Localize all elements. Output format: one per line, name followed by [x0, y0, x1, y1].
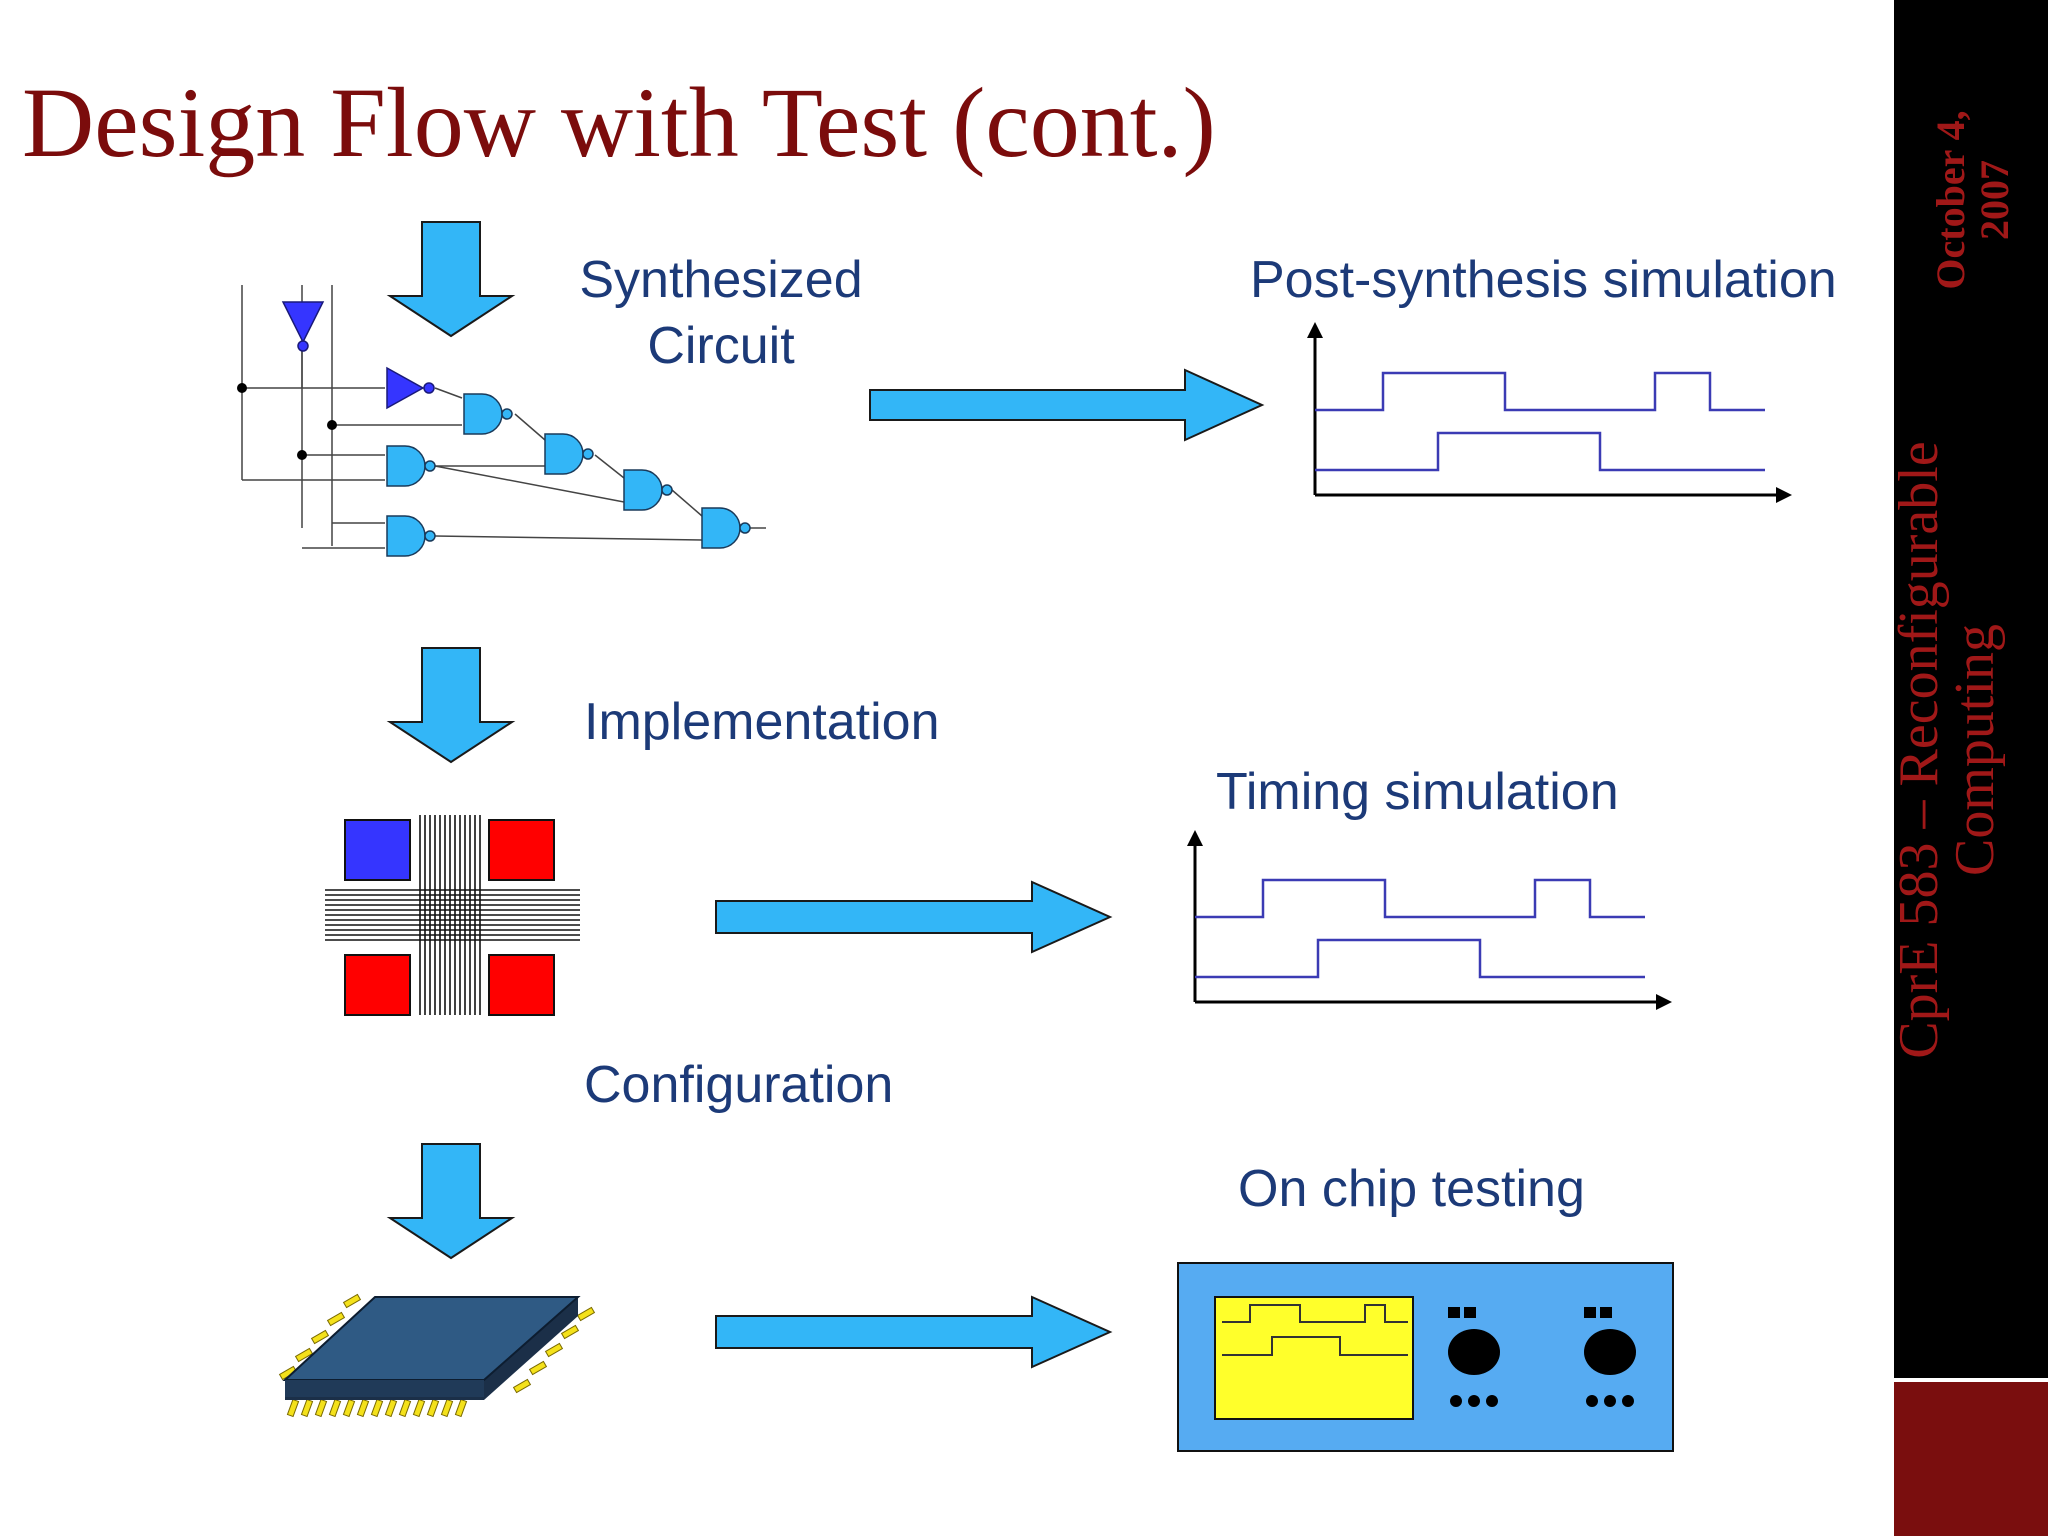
- logic-gate-icon: [463, 393, 513, 435]
- inverter-icon: [386, 366, 435, 410]
- flow-arrow-icon: [715, 880, 1113, 954]
- flow-arrow-icon: [869, 368, 1265, 442]
- date-text: October 4, 2007: [1928, 80, 2017, 320]
- flow-arrow-icon: [386, 221, 516, 338]
- logic-gate-icon: [544, 433, 594, 475]
- sidebar-red-band: [1894, 1382, 2048, 1536]
- synthesized-label-line1: Synthesized: [579, 251, 863, 309]
- implementation-label: Implementation: [584, 693, 940, 751]
- on-chip-testing-label: On chip testing: [1238, 1160, 1585, 1218]
- post-synthesis-simulation-label: Post-synthesis simulation: [1250, 251, 1837, 309]
- synthesized-label-line2: Circuit: [647, 316, 795, 375]
- date-line2: 2007: [1972, 160, 2017, 240]
- scope-knob-left: [1448, 1307, 1500, 1407]
- course-name-line1: CprE 583 – Reconfigurable: [1888, 441, 1950, 1059]
- logic-gate-icon: [386, 515, 436, 557]
- circuit-wires: [241, 285, 766, 549]
- configuration-label: Configuration: [584, 1056, 894, 1114]
- course-sidebar: CprE 583 – Reconfigurable Computing Octo…: [1888, 0, 2048, 1536]
- fpga-fabric-icon: [325, 815, 580, 1016]
- flow-arrow-icon: [386, 1143, 516, 1260]
- oscilloscope-icon: [1177, 1262, 1674, 1452]
- slide-title: Design Flow with Test (cont.): [22, 67, 1216, 178]
- synthesized-circuit-label: Synthesized Circuit: [566, 248, 876, 379]
- inverter-icon: [281, 301, 325, 352]
- course-name-line2: Computing: [1944, 623, 2006, 877]
- logic-gate-icon: [701, 507, 751, 549]
- logic-gate-icon: [623, 469, 673, 511]
- timing-simulation-label: Timing simulation: [1216, 763, 1619, 821]
- waveform-icon: [1187, 830, 1672, 1010]
- flow-arrow-icon: [715, 1295, 1113, 1369]
- scope-knob-right: [1584, 1307, 1636, 1407]
- circuit-junctions: [237, 383, 337, 460]
- slide-graphics: [237, 221, 1792, 1452]
- synthesized-circuit-schematic: [237, 285, 766, 557]
- chip-icon: [278, 1293, 596, 1418]
- sidebar-black-band: [1894, 0, 2048, 1378]
- course-name-text: CprE 583 – Reconfigurable Computing: [1888, 340, 2006, 1160]
- date-line1: October 4,: [1928, 110, 1973, 290]
- waveform-icon: [1307, 322, 1792, 503]
- logic-gate-icon: [386, 445, 436, 487]
- flow-arrow-icon: [386, 647, 516, 764]
